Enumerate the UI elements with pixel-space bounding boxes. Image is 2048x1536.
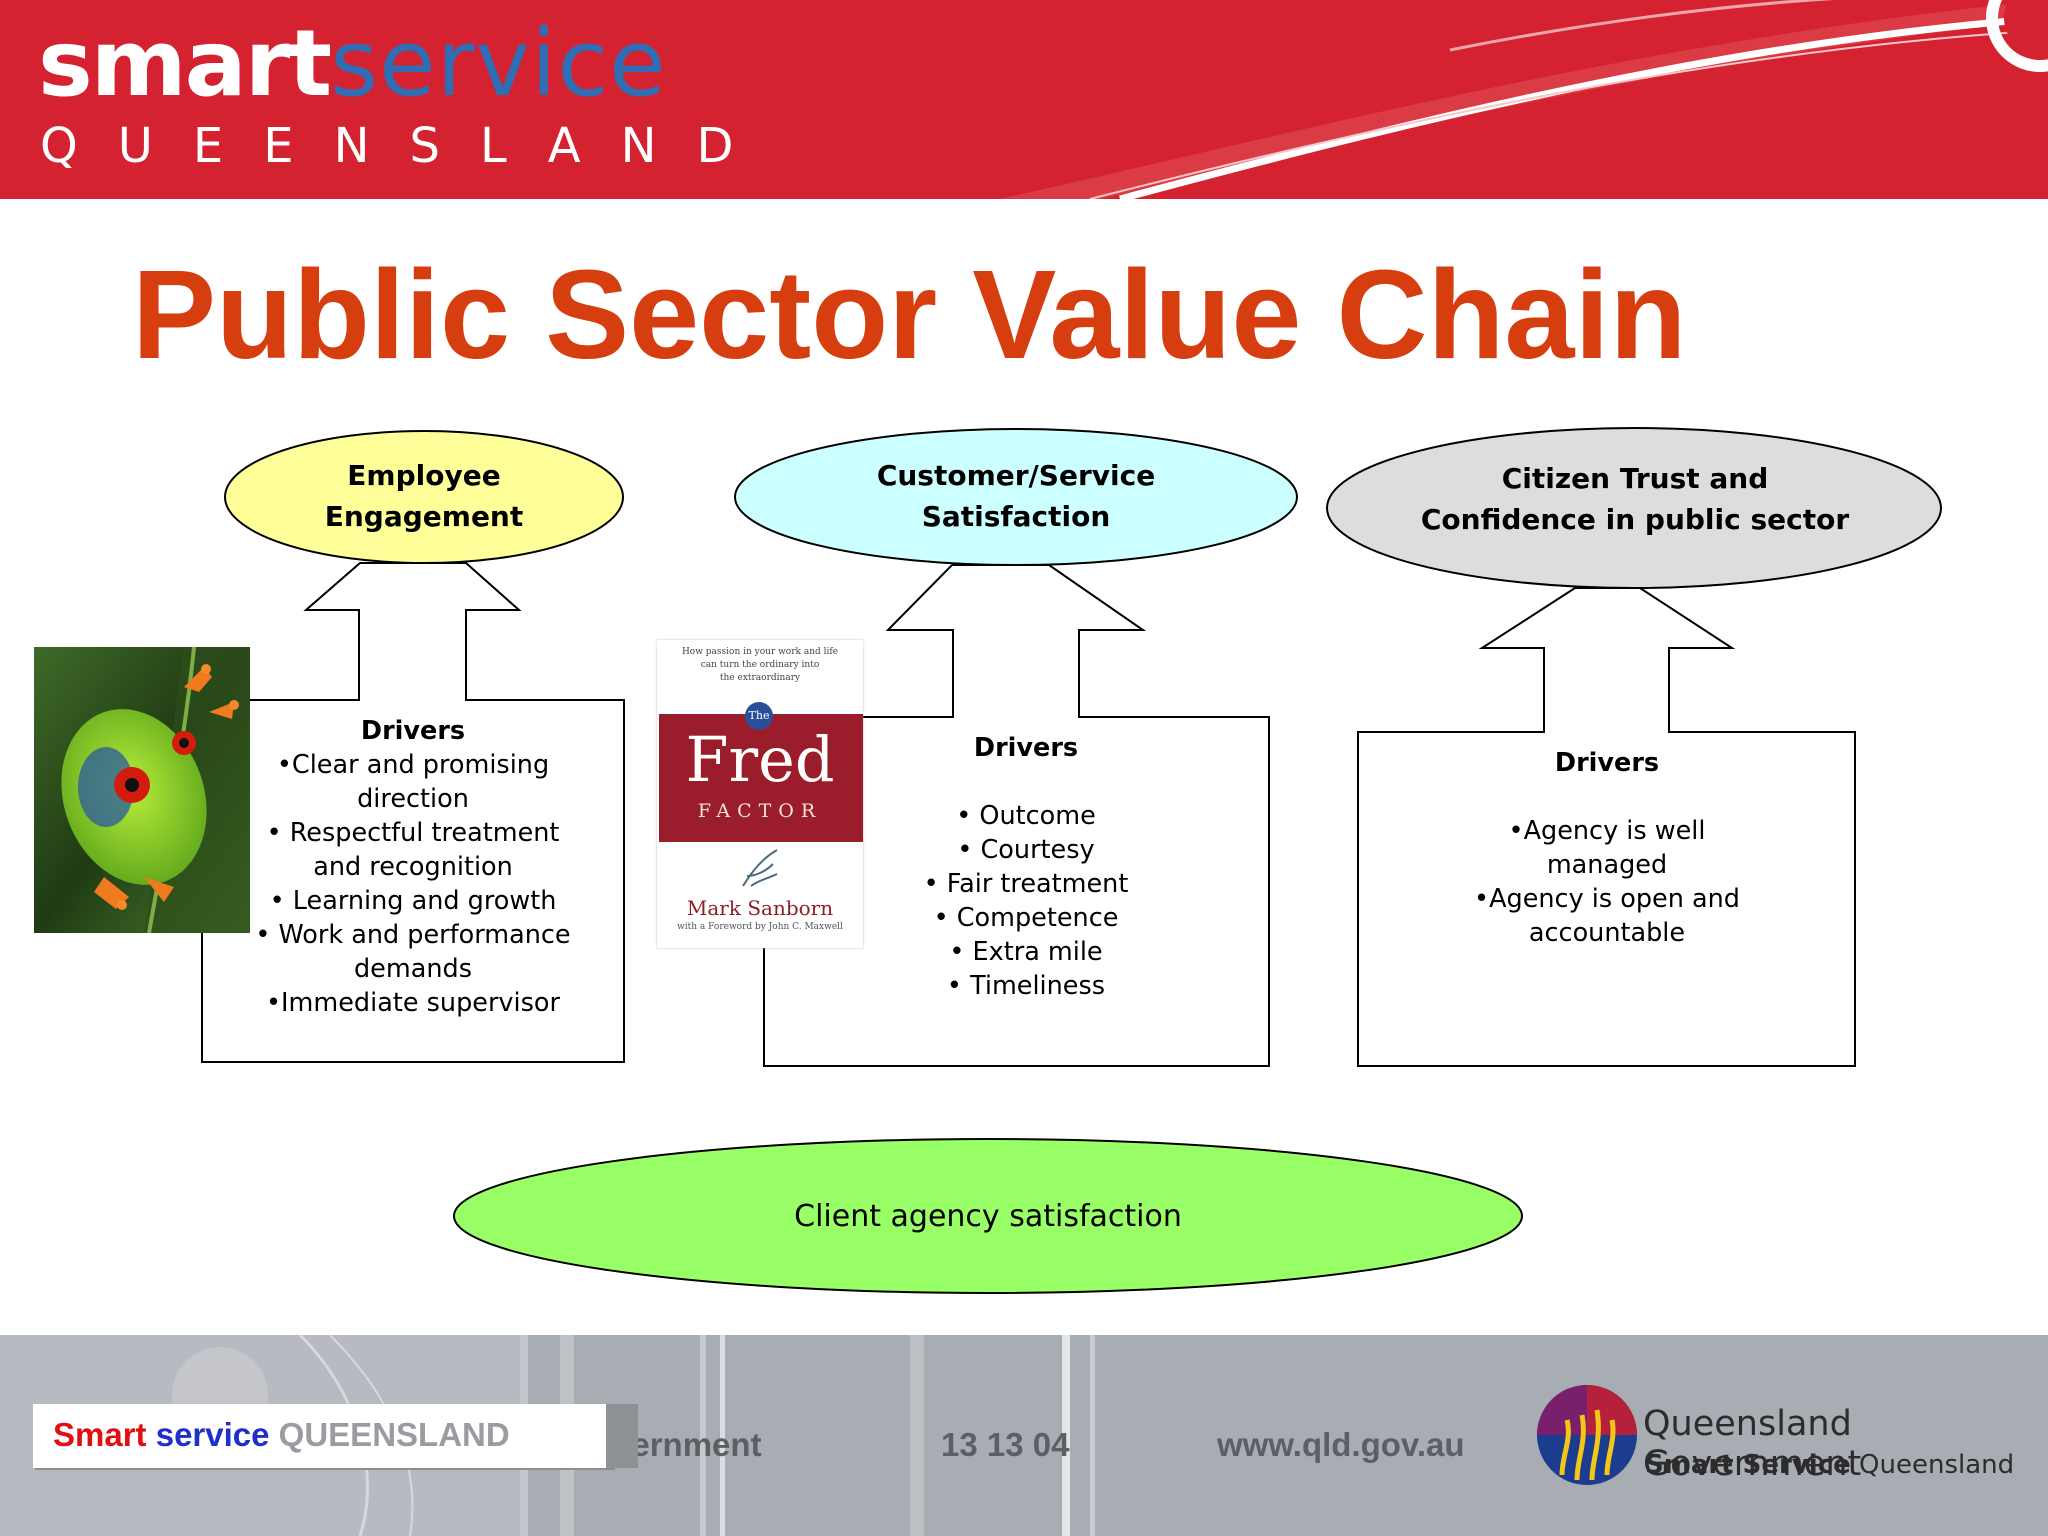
driver-item: managed — [1546, 850, 1668, 880]
book-emblem-icon — [742, 849, 778, 887]
qg-sub-bold: Smart Service — [1645, 1450, 1851, 1480]
brand-queensland-text: QUEENSLAND — [40, 118, 774, 174]
drivers-heading: Drivers — [973, 733, 1079, 763]
oval-label-client-agency: Client agency satisfaction — [794, 1198, 1182, 1234]
oval-line: Employee — [347, 459, 501, 492]
book-title-band — [659, 714, 863, 842]
footer-logo-divider — [606, 1404, 638, 1468]
driver-item: accountable — [1528, 918, 1686, 948]
page-title: Public Sector Value Chain — [132, 244, 1687, 385]
drivers-list-citizen: Drivers •Agency is well managed •Agency … — [1446, 746, 1768, 950]
header-banner: smartservice QUEENSLAND — [0, 0, 2048, 199]
driver-item: • Courtesy — [957, 835, 1095, 865]
driver-item: • Competence — [933, 903, 1119, 933]
queensland-government-crest-icon — [1537, 1385, 1637, 1485]
driver-item: •Immediate supervisor — [266, 988, 560, 1018]
driver-item: •Clear and promising — [276, 750, 550, 780]
drivers-heading: Drivers — [1554, 748, 1660, 778]
footer-smart-service-logo: Smart service QUEENSLAND — [33, 1404, 613, 1468]
book-author: Mark Sanborn — [686, 896, 834, 920]
brand-smart-text: smart — [38, 10, 332, 117]
book-tagline-line: the extraordinary — [719, 673, 801, 683]
frog-photo — [34, 647, 250, 933]
drivers-list-employee: Drivers •Clear and promising direction •… — [250, 714, 576, 1020]
oval-line: Citizen Trust and — [1501, 462, 1769, 495]
oval-employee-engagement — [224, 430, 624, 564]
footer-website-link[interactable]: www.qld.gov.au — [1217, 1426, 1465, 1463]
footer-phone: 13 13 04 — [941, 1426, 1070, 1463]
driver-spacer — [1446, 780, 1768, 814]
driver-spacer — [866, 765, 1186, 799]
qg-sub-text: Queensland — [1859, 1450, 2015, 1480]
oval-customer-service-satisfaction — [734, 428, 1298, 566]
driver-item: direction — [357, 784, 469, 814]
driver-item: • Learning and growth — [269, 886, 557, 916]
book-foreword: with a Foreword by John C. Maxwell — [677, 922, 843, 932]
book-the-badge: The — [745, 702, 773, 730]
drivers-heading: Drivers — [360, 716, 466, 746]
book-title: Fred — [685, 723, 835, 796]
driver-arrow-box-1 — [201, 562, 625, 1063]
header-swoosh-decoration — [1000, 0, 2048, 199]
drivers-list-customer: Drivers • Outcome • Courtesy • Fair trea… — [866, 731, 1186, 1003]
driver-item: • Extra mile — [949, 937, 1103, 967]
driver-item: • Respectful treatment — [266, 818, 560, 848]
book-tagline: How passion in your work and life can tu… — [657, 646, 863, 685]
driver-item: •Agency is open and — [1474, 884, 1740, 914]
qld-government-title: Queensland Government — [1643, 1404, 1862, 1484]
footer-logo-queensland: QUEENSLAND — [278, 1416, 510, 1453]
brand-wordmark: smartservice — [38, 18, 667, 110]
footer-logo-service: service — [155, 1416, 270, 1453]
qld-government-subtitle: Smart Service Queensland — [1645, 1450, 2014, 1480]
book-tagline-line: How passion in your work and life — [681, 647, 839, 657]
brand-service-text: service — [330, 10, 667, 117]
fred-factor-book-cover: How passion in your work and life can tu… — [657, 640, 863, 948]
oval-client-agency-satisfaction — [453, 1138, 1523, 1294]
driver-item: and recognition — [313, 852, 513, 882]
driver-item: • Work and performance — [255, 920, 571, 950]
driver-item: •Agency is well — [1508, 816, 1706, 846]
driver-item: • Fair treatment — [923, 869, 1129, 899]
driver-item: • Timeliness — [946, 971, 1106, 1001]
oval-line: Customer/Service — [876, 459, 1156, 492]
oval-line: Confidence in public sector — [1420, 503, 1850, 536]
oval-line: Engagement — [324, 500, 524, 533]
oval-line: Satisfaction — [921, 500, 1111, 533]
book-tagline-line: can turn the ordinary into — [700, 660, 820, 670]
book-subtitle: FACTOR — [697, 800, 823, 822]
footer-logo-smart: Smart — [53, 1416, 147, 1453]
driver-item: demands — [354, 954, 472, 984]
driver-item: • Outcome — [956, 801, 1096, 831]
oval-citizen-trust — [1326, 427, 1942, 589]
